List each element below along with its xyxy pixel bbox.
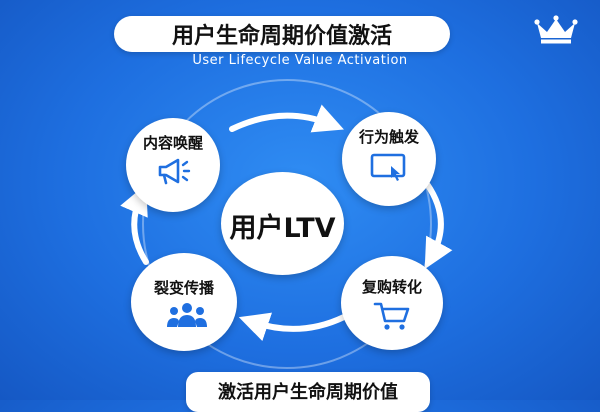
footer-text: 激活用户生命周期价值: [218, 382, 398, 403]
node-label: 行为触发: [358, 128, 419, 146]
footer-banner: 激活用户生命周期价值: [186, 372, 430, 412]
node-behavior-trigger: 行为触发: [342, 112, 436, 206]
node-label: 裂变传播: [153, 279, 214, 297]
tap-screen-icon: [370, 153, 406, 181]
node-label: 内容唤醒: [142, 134, 203, 152]
cycle-arrow: [238, 312, 347, 342]
cycle-arrow: [424, 181, 453, 270]
page-subtitle: User Lifecycle Value Activation: [192, 53, 408, 68]
cycle-arrow: [229, 104, 344, 133]
title-banner: 用户生命周期价值激活: [114, 16, 450, 52]
center-node-ltv: 用户LTV: [221, 172, 344, 275]
node-content-wakeup: 内容唤醒: [126, 118, 220, 212]
megaphone-icon: [158, 158, 191, 185]
node-repurchase-conversion: 复购转化: [341, 256, 443, 350]
cycle-arrow: [120, 184, 149, 265]
cycle-ring: [120, 104, 453, 342]
shopping-cart-icon: [373, 302, 410, 330]
node-viral-spread: 裂变传播: [131, 253, 237, 351]
page-title: 用户生命周期价值激活: [171, 24, 392, 49]
node-label: 复购转化: [361, 278, 422, 296]
crown-icon: [534, 15, 578, 44]
user-group-icon: [167, 303, 207, 327]
center-label: 用户LTV: [229, 213, 336, 244]
